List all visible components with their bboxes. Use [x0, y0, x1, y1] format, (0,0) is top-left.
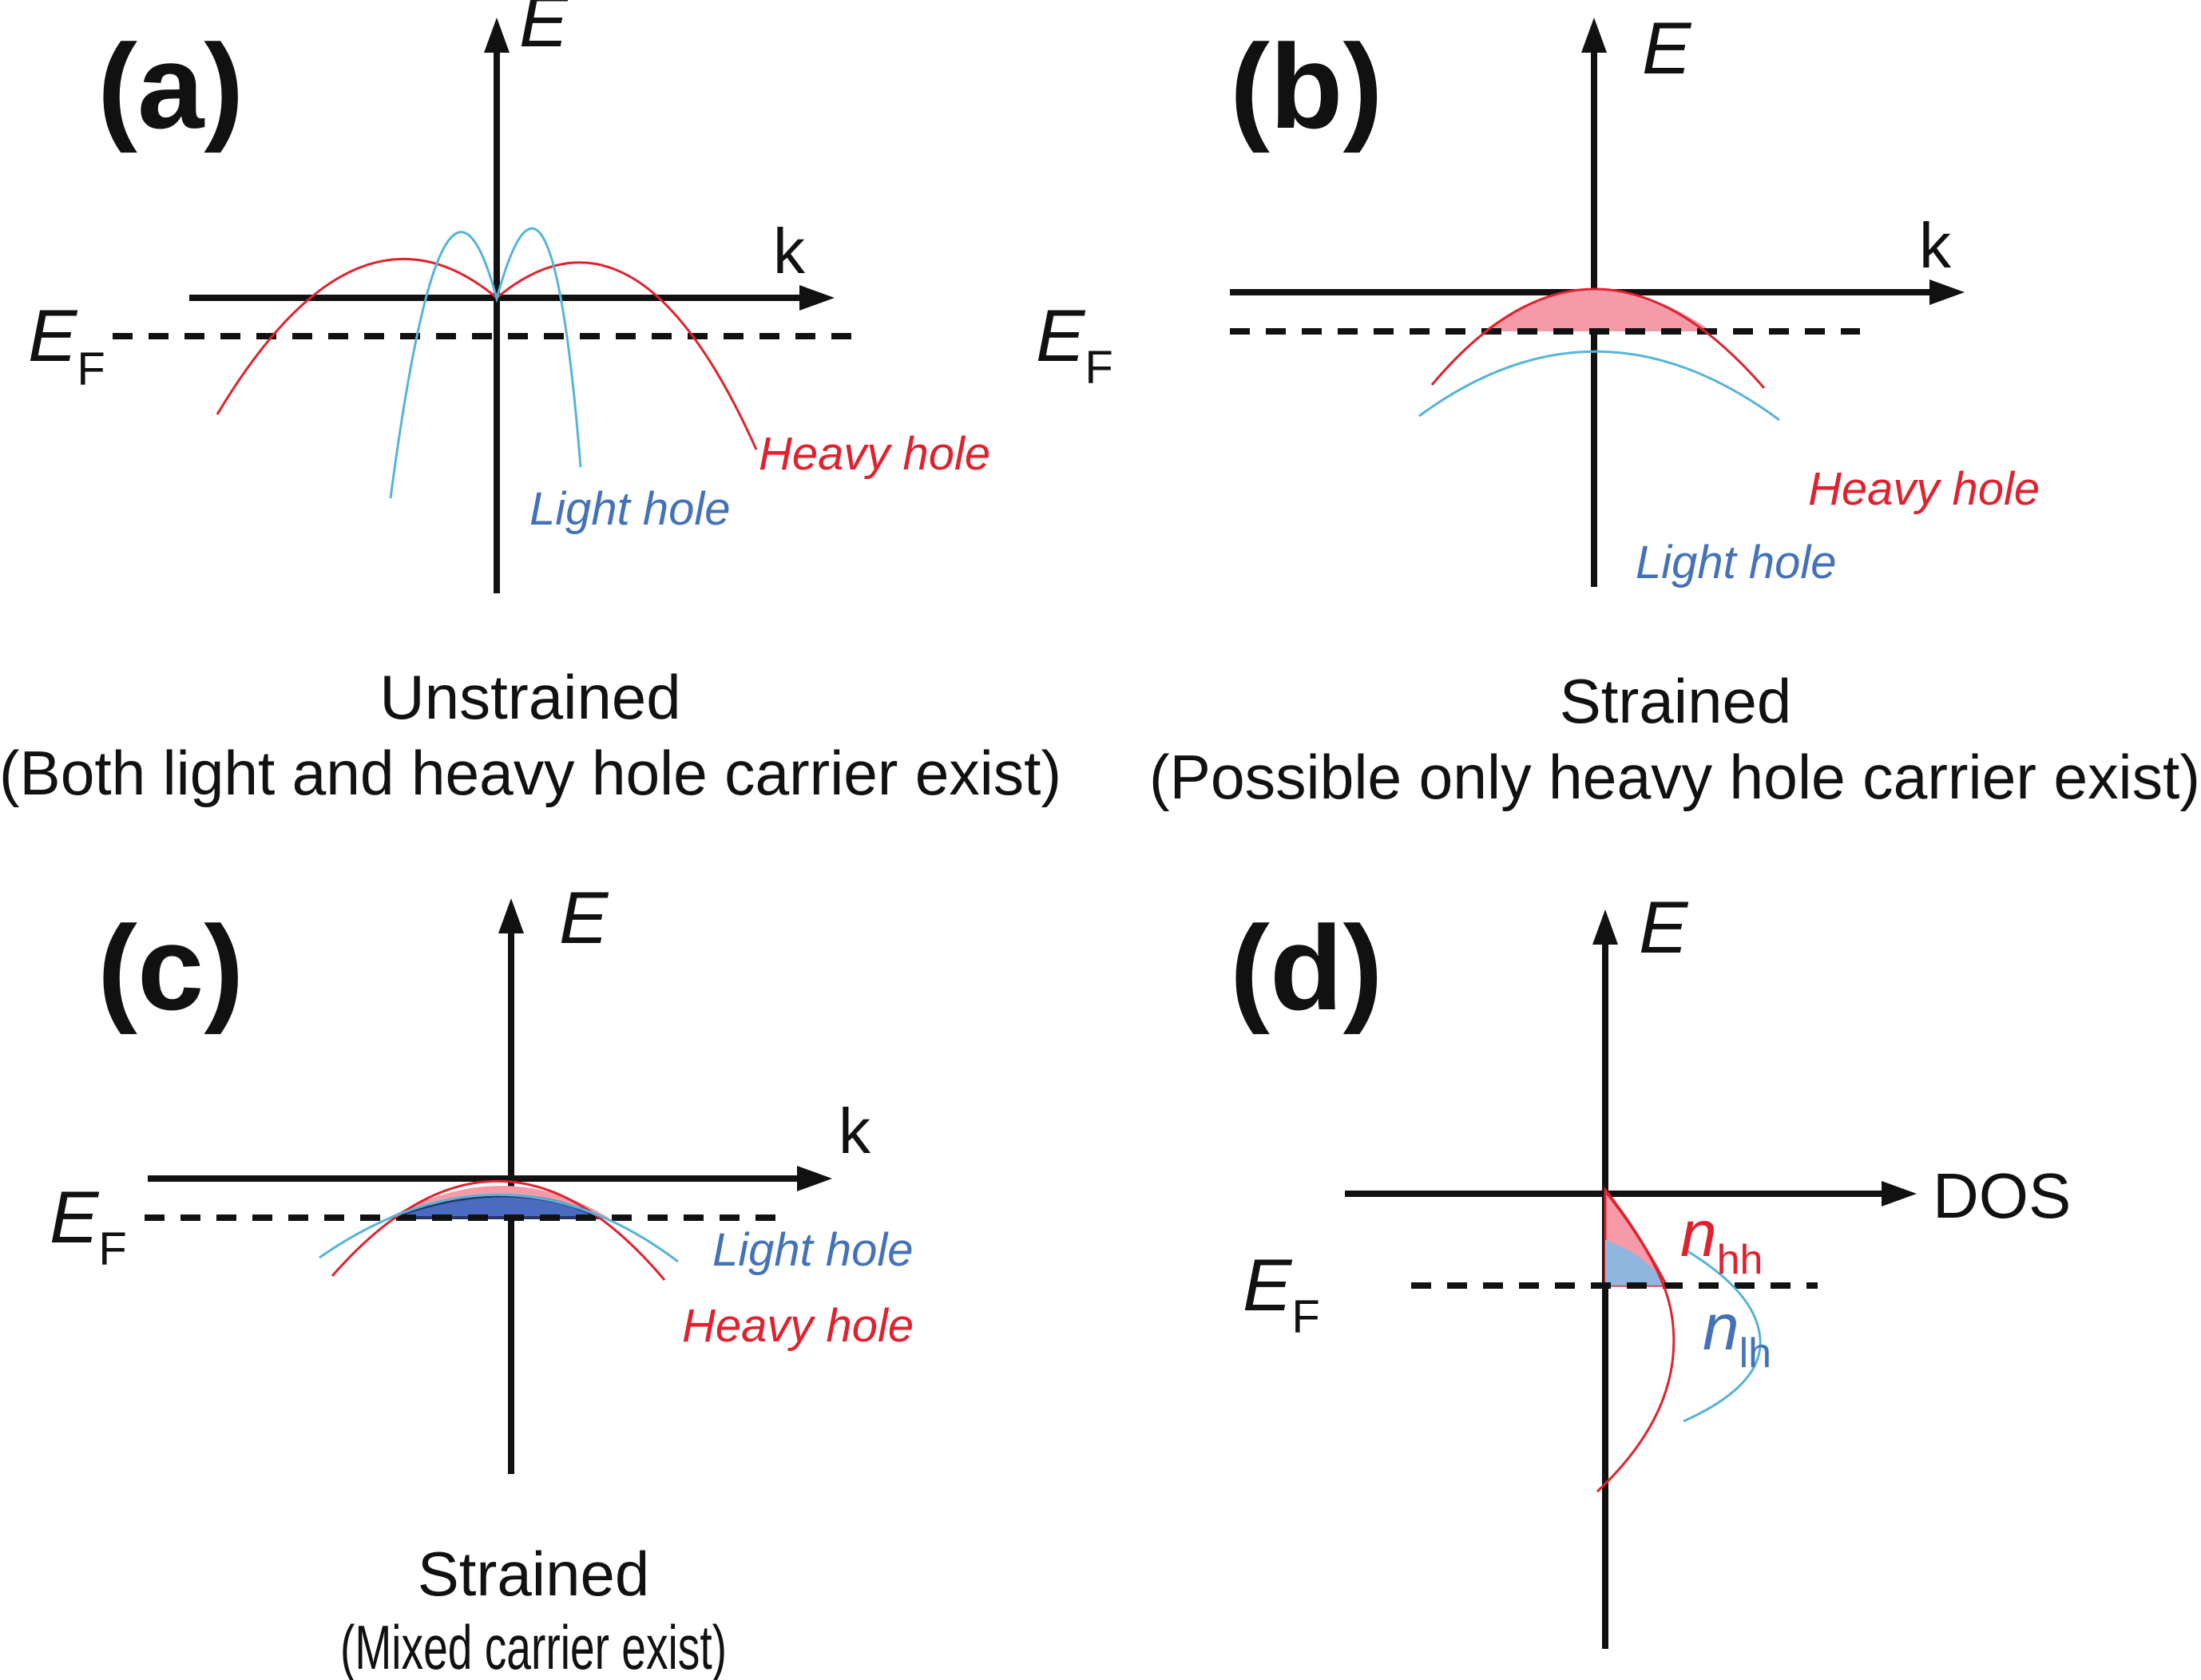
panel-c-k-axis-arrowhead [797, 1166, 832, 1191]
panel-d-light-hole-dos-curve [1683, 1250, 1762, 1423]
panel-a: (a) E k EF Heavy hole Light hole Unstrai… [0, 0, 1061, 808]
panel-c-k-axis-label: k [839, 1096, 871, 1167]
panel-a-caption-title: Unstrained [379, 662, 680, 732]
panel-d-n-lh-label: nlh [1703, 1291, 1771, 1377]
panel-c-light-hole-label: Light hole [712, 1224, 914, 1276]
panel-d-heavy-hole-dos-curve [1596, 1191, 1676, 1493]
panel-b-label: (b) [1230, 19, 1383, 153]
panel-b-energy-axis-arrowhead [1581, 18, 1607, 53]
panel-b-fermi-label: EF [1036, 295, 1113, 394]
panel-a-k-axis-label: k [773, 216, 806, 287]
panel-d-light-hole-occupied-region [1605, 1240, 1667, 1286]
panel-c-caption-title: Strained [418, 1539, 650, 1609]
panel-a-light-hole-label: Light hole [529, 483, 731, 535]
panel-d-energy-axis-arrowhead [1592, 909, 1618, 945]
panel-c-light-hole-band [319, 1193, 679, 1263]
panel-c-heavy-hole-band [331, 1179, 666, 1281]
panel-a-energy-axis-label: E [519, 0, 569, 62]
panel-d-n-hh-label: nhh [1680, 1198, 1763, 1283]
panel-c: (c) E k EF Light hole Heavy hole Straine… [50, 878, 914, 1680]
panel-c-caption-subtitle: (Mixed carrier exist) [340, 1612, 727, 1680]
panel-c-energy-axis-arrowhead [498, 898, 524, 933]
panel-a-label: (a) [97, 19, 244, 153]
panel-b-caption-title: Strained [1560, 666, 1792, 736]
panel-c-heavy-hole-label: Heavy hole [682, 1300, 914, 1352]
panel-c-energy-axis-label: E [559, 878, 609, 959]
panel-a-caption-subtitle: (Both light and heavy hole carrier exist… [0, 738, 1061, 808]
panel-d: (d) E DOS EF nhh nlh [1230, 887, 2071, 1649]
panel-b-k-axis-arrowhead [1929, 279, 1965, 305]
panel-d-label: (d) [1230, 901, 1383, 1035]
panel-a-energy-axis-arrowhead [484, 18, 510, 53]
panel-c-fermi-label: EF [50, 1177, 127, 1275]
panel-b-heavy-hole-band [1430, 287, 1766, 389]
panel-c-label: (c) [97, 901, 244, 1035]
panel-a-heavy-hole-label: Heavy hole [759, 428, 990, 480]
panel-d-dos-axis-label: DOS [1933, 1160, 2071, 1231]
panel-b-k-axis-label: k [1919, 210, 1952, 281]
panel-b-heavy-hole-label: Heavy hole [1808, 463, 2040, 515]
panel-b-light-hole-label: Light hole [1636, 537, 1837, 588]
panel-d-dos-axis-arrowhead [1882, 1181, 1917, 1207]
panel-a-light-hole-band [389, 227, 582, 499]
panel-b-light-hole-band [1418, 350, 1780, 422]
panel-d-fermi-label: EF [1243, 1245, 1320, 1343]
panel-b-energy-axis-label: E [1642, 8, 1692, 89]
panel-a-fermi-label: EF [28, 295, 105, 395]
panel-a-k-axis-arrowhead [799, 285, 835, 311]
panel-b-caption-subtitle: (Possible only heavy hole carrier exist) [1149, 742, 2200, 812]
panel-b: (b) E k EF Heavy hole Light hole Straine… [1036, 8, 2200, 812]
panel-a-heavy-hole-band [216, 257, 758, 450]
panel-d-energy-axis-label: E [1639, 887, 1689, 969]
